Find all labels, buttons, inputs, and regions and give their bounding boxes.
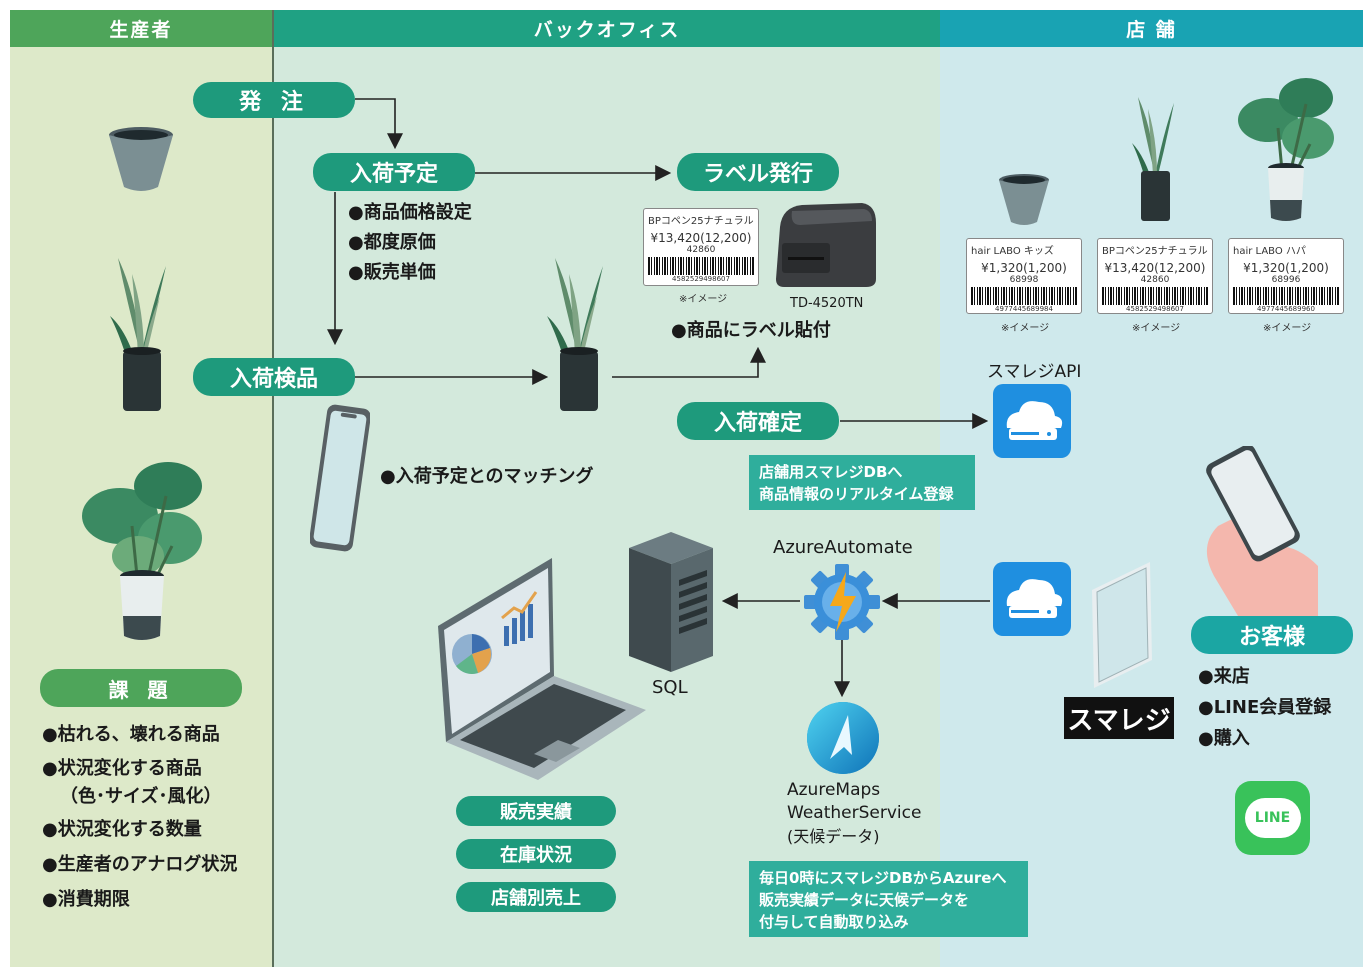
barcode-icon (971, 287, 1077, 305)
line-logo-text: LINE (1244, 798, 1301, 838)
lane-backoffice-title: バックオフィス (274, 10, 940, 47)
issue-item-2: ●状況変化する商品 (42, 758, 202, 779)
store-image-note-3: ※イメージ (1263, 323, 1312, 334)
printer-model: TD-4520TN (790, 296, 864, 311)
cloud-db-icon (993, 562, 1071, 636)
store-price-label-1: hair LABO キッズ ¥1,320(1,200) 68998 497744… (966, 238, 1082, 314)
empty-pot-icon (999, 174, 1049, 225)
snake-plant-icon (110, 258, 166, 411)
image-note: ※イメージ (679, 294, 728, 305)
daily-note-line1: 毎日0時にスマレジDBからAzureへ (759, 869, 1007, 887)
customer-pill: お客様 (1191, 616, 1353, 654)
report-sales: 販売実績 (456, 796, 616, 826)
store-label-2-name: BPコペン25ナチュラル (1102, 246, 1208, 257)
daily-note-line3: 付与して自動取り込み (759, 913, 909, 931)
customer-item-3: ●購入 (1198, 728, 1250, 749)
cloud-api-icon (993, 384, 1071, 458)
line-logo: LINE (1235, 781, 1310, 855)
store-label-3-price: ¥1,320(1,200) (1243, 261, 1329, 275)
price-label-name: BPコペン25ナチュラル (648, 216, 754, 227)
arrival-plan-item-3: ●販売単価 (348, 262, 436, 283)
store-label-3-code: 68996 (1271, 275, 1301, 285)
store-image-note-2: ※イメージ (1132, 323, 1181, 334)
inspection-pill: 入荷検品 (193, 358, 355, 396)
store-label-2-barcode: 4582529498607 (1126, 305, 1184, 313)
store-image-note-1: ※イメージ (1001, 323, 1050, 334)
lane-producer-title: 生産者 (10, 10, 272, 47)
hand-phone-icon (1206, 446, 1318, 616)
matching-text: ●入荷予定とのマッチング (380, 466, 594, 487)
store-label-3-barcode: 4977445689960 (1257, 305, 1315, 313)
azure-automate-label: AzureAutomate (773, 537, 913, 558)
store-price-label-3: hair LABO ハパ ¥1,320(1,200) 68996 4977445… (1228, 238, 1344, 314)
issue-item-2b: （色･サイズ･風化） (60, 786, 222, 807)
barcode-icon (1233, 287, 1339, 305)
arrival-plan-item-2: ●都度原価 (348, 232, 436, 253)
monstera-plant-icon (1238, 78, 1334, 221)
sql-label: SQL (652, 677, 688, 698)
store-label-1-code: 68998 (1009, 275, 1039, 285)
issue-item-5: ●消費期限 (42, 889, 130, 910)
issue-item-4: ●生産者のアナログ状況 (42, 854, 238, 875)
smartphone-icon (310, 404, 370, 552)
price-label-card: BPコペン25ナチュラル ¥13,420(12,200) 42860 45825… (643, 208, 759, 286)
azure-automate-icon (804, 564, 880, 640)
store-label-1-barcode: 4977445689984 (995, 305, 1053, 313)
tablet-icon (1092, 562, 1152, 688)
issue-item-3: ●状況変化する数量 (42, 819, 202, 840)
order-pill: 発 注 (193, 82, 355, 118)
smaregi-api-label: スマレジAPI (987, 362, 1082, 382)
price-label-barcode: 4582529498607 (672, 275, 730, 283)
azure-maps-line3: (天候データ) (787, 827, 880, 846)
arrow-order-to-plan (355, 98, 403, 150)
label-printer-icon (776, 203, 876, 287)
daily-note-line2: 販売実績データに天候データを (759, 891, 970, 909)
arrow-plant-to-label (612, 346, 766, 378)
label-attach-text: ●商品にラベル貼付 (671, 320, 831, 341)
store-label-1-name: hair LABO キッズ (971, 246, 1054, 257)
issues-pill: 課 題 (40, 669, 242, 707)
customer-item-1: ●来店 (1198, 666, 1250, 687)
empty-pot-icon (109, 127, 173, 191)
lane-store-title: 店 舗 (940, 10, 1363, 47)
arrival-confirm-pill: 入荷確定 (677, 402, 839, 440)
azure-maps-label: AzureMaps WeatherService (天候データ) (787, 779, 921, 848)
price-label-price: ¥13,420(12,200) (650, 231, 752, 245)
snake-plant-icon (1132, 97, 1174, 221)
daily-import-note: 毎日0時にスマレジDBからAzureへ 販売実績データに天候データを 付与して自… (749, 861, 1028, 937)
azure-maps-line2: WeatherService (787, 803, 922, 823)
arrival-plan-item-1: ●商品価格設定 (348, 202, 472, 223)
store-price-label-2: BPコペン25ナチュラル ¥13,420(12,200) 42860 45825… (1097, 238, 1213, 314)
label-issue-pill: ラベル発行 (677, 153, 839, 191)
arrival-plan-pill: 入荷予定 (313, 153, 475, 191)
report-inventory: 在庫状況 (456, 839, 616, 869)
azure-maps-icon (807, 702, 879, 774)
store-label-2-code: 42860 (1140, 275, 1170, 285)
barcode-icon (1102, 287, 1208, 305)
realtime-note-line1: 店舗用スマレジDBへ (759, 463, 903, 481)
price-label-code: 42860 (686, 245, 716, 255)
store-label-2-price: ¥13,420(12,200) (1104, 261, 1206, 275)
report-store-sales: 店舗別売上 (456, 882, 616, 912)
customer-item-2: ●LINE会員登録 (1198, 697, 1332, 718)
smaregi-logo: スマレジ (1064, 697, 1174, 739)
store-label-3-name: hair LABO ハパ (1233, 246, 1306, 257)
monstera-plant-icon (82, 462, 202, 640)
realtime-note: 店舗用スマレジDBへ 商品情報のリアルタイム登録 (749, 455, 975, 510)
azure-maps-line1: AzureMaps (787, 780, 881, 800)
snake-plant-icon (547, 258, 603, 411)
store-label-1-price: ¥1,320(1,200) (981, 261, 1067, 275)
laptop-dashboard-icon (438, 558, 646, 780)
issue-item-1: ●枯れる、壊れる商品 (42, 724, 220, 745)
sql-server-icon (629, 532, 713, 672)
barcode-icon (648, 257, 754, 275)
realtime-note-line2: 商品情報のリアルタイム登録 (759, 485, 954, 503)
